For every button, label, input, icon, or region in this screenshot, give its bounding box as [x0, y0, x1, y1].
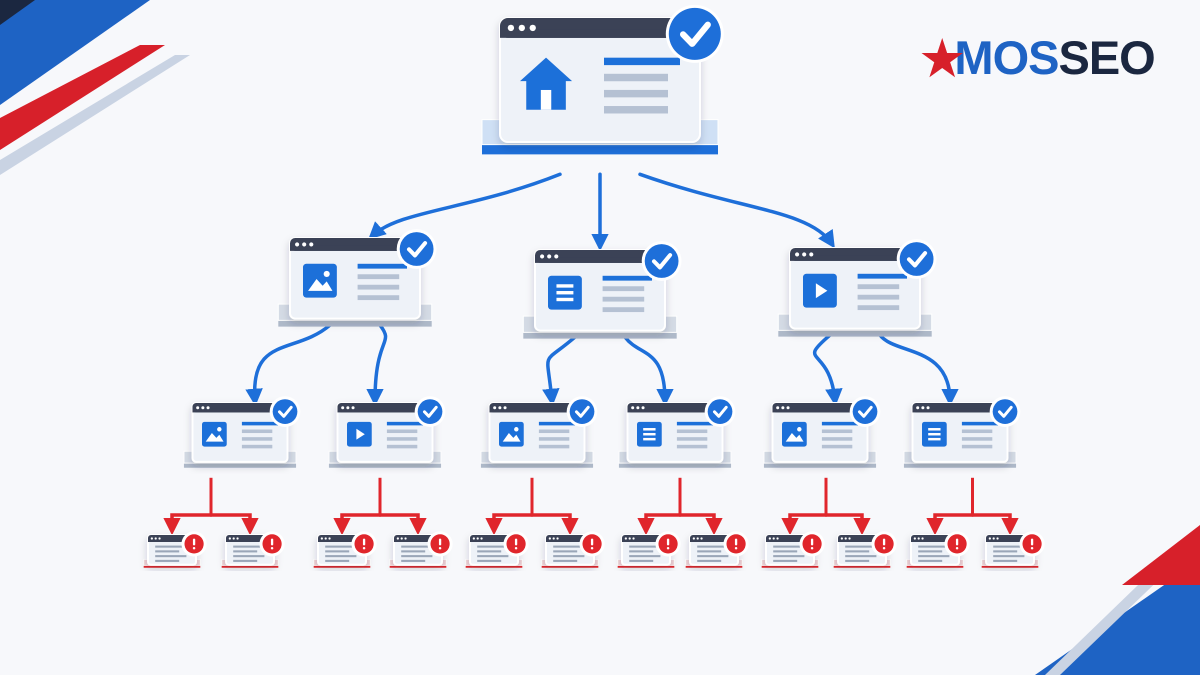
error-badge-icon: [655, 531, 681, 557]
browser-window: [336, 402, 434, 463]
connector-arrow: [623, 335, 674, 407]
error-badge-icon: [799, 531, 825, 557]
orphan-page-node: [221, 531, 285, 568]
check-badge-icon: [566, 396, 598, 427]
orphan-page-node: [465, 531, 529, 568]
error-badge-icon: [723, 531, 749, 557]
subpage-node: [618, 396, 736, 468]
orphan-page-node: [685, 531, 749, 568]
error-badge-icon: [944, 531, 970, 557]
check-badge-icon: [849, 396, 881, 427]
category-page-node: [777, 239, 937, 337]
orphan-page-node: [833, 531, 897, 568]
subpage-node: [763, 396, 881, 468]
browser-window: [191, 402, 289, 463]
browser-window: [488, 402, 586, 463]
category-page-node: [522, 241, 682, 339]
page-nodes: [143, 4, 1045, 568]
error-badge-icon: [351, 531, 377, 557]
connector-arrow: [824, 513, 871, 536]
check-badge-icon: [269, 396, 301, 427]
orphan-page-node: [981, 531, 1045, 568]
connector-arrow: [366, 323, 388, 407]
orphan-page-node: [389, 531, 453, 568]
connector-arrow: [926, 513, 975, 536]
image-icon: [499, 421, 524, 447]
error-badge-icon: [259, 531, 285, 557]
video-icon: [347, 421, 372, 447]
brand-name-part2: SEO: [1058, 30, 1155, 84]
error-badge-icon: [1019, 531, 1045, 557]
connector-arrow: [333, 513, 382, 536]
check-badge-icon: [989, 396, 1021, 427]
star-icon: ★: [918, 29, 967, 89]
connector-arrow: [368, 172, 562, 240]
browser-window: [789, 247, 921, 330]
home-icon: [520, 57, 573, 110]
video-icon: [803, 273, 837, 308]
connector-arrow: [542, 335, 577, 407]
check-badge-icon: [896, 239, 937, 279]
image-icon: [202, 421, 227, 447]
image-icon: [303, 263, 337, 298]
subpage-node: [903, 396, 1021, 468]
corner-stripes-top-left: [0, 0, 190, 175]
brand-name-part1: MOS: [954, 30, 1059, 84]
browser-window: [499, 17, 701, 143]
browser-window: [289, 237, 421, 320]
subpage-node: [480, 396, 598, 468]
category-page-node: [277, 229, 437, 327]
connector-lines: [163, 172, 1019, 536]
corner-stripes-bottom-right: [1035, 525, 1200, 675]
browser-window: [626, 402, 724, 463]
browser-window: [911, 402, 1009, 463]
subpage-node: [183, 396, 301, 468]
check-badge-icon: [414, 396, 446, 427]
error-badge-icon: [503, 531, 529, 557]
connector-arrow: [163, 513, 213, 536]
error-badge-icon: [427, 531, 453, 557]
orphan-page-node: [761, 531, 825, 568]
orphan-page-node: [906, 531, 970, 568]
connector-arrow: [485, 513, 534, 536]
connector-arrow: [812, 333, 843, 407]
connector-arrow: [970, 513, 1019, 536]
connector-arrow: [209, 513, 259, 536]
browser-window: [534, 249, 666, 332]
orphan-page-node: [143, 531, 207, 568]
document-icon: [637, 421, 662, 447]
connector-arrow: [530, 513, 579, 536]
error-badge-icon: [579, 531, 605, 557]
connector-arrow: [378, 513, 427, 536]
orphan-page-node: [541, 531, 605, 568]
orphan-page-node: [313, 531, 377, 568]
connector-arrow: [637, 513, 682, 536]
document-icon: [922, 421, 947, 447]
check-badge-icon: [396, 229, 437, 269]
check-badge-icon: [665, 4, 724, 63]
browser-window: [771, 402, 869, 463]
check-badge-icon: [704, 396, 736, 427]
subpage-node: [328, 396, 446, 468]
document-icon: [548, 275, 582, 310]
connector-arrow: [878, 333, 959, 407]
root-page-node: [481, 4, 724, 155]
connector-arrow: [638, 172, 835, 249]
error-badge-icon: [871, 531, 897, 557]
connector-arrow: [781, 513, 828, 536]
connector-arrow: [245, 323, 332, 407]
error-badge-icon: [181, 531, 207, 557]
image-icon: [782, 421, 807, 447]
connector-arrow: [678, 513, 723, 536]
orphan-page-node: [617, 531, 681, 568]
check-badge-icon: [641, 241, 682, 281]
brand-logo: ★ MOS SEO: [918, 26, 1156, 89]
